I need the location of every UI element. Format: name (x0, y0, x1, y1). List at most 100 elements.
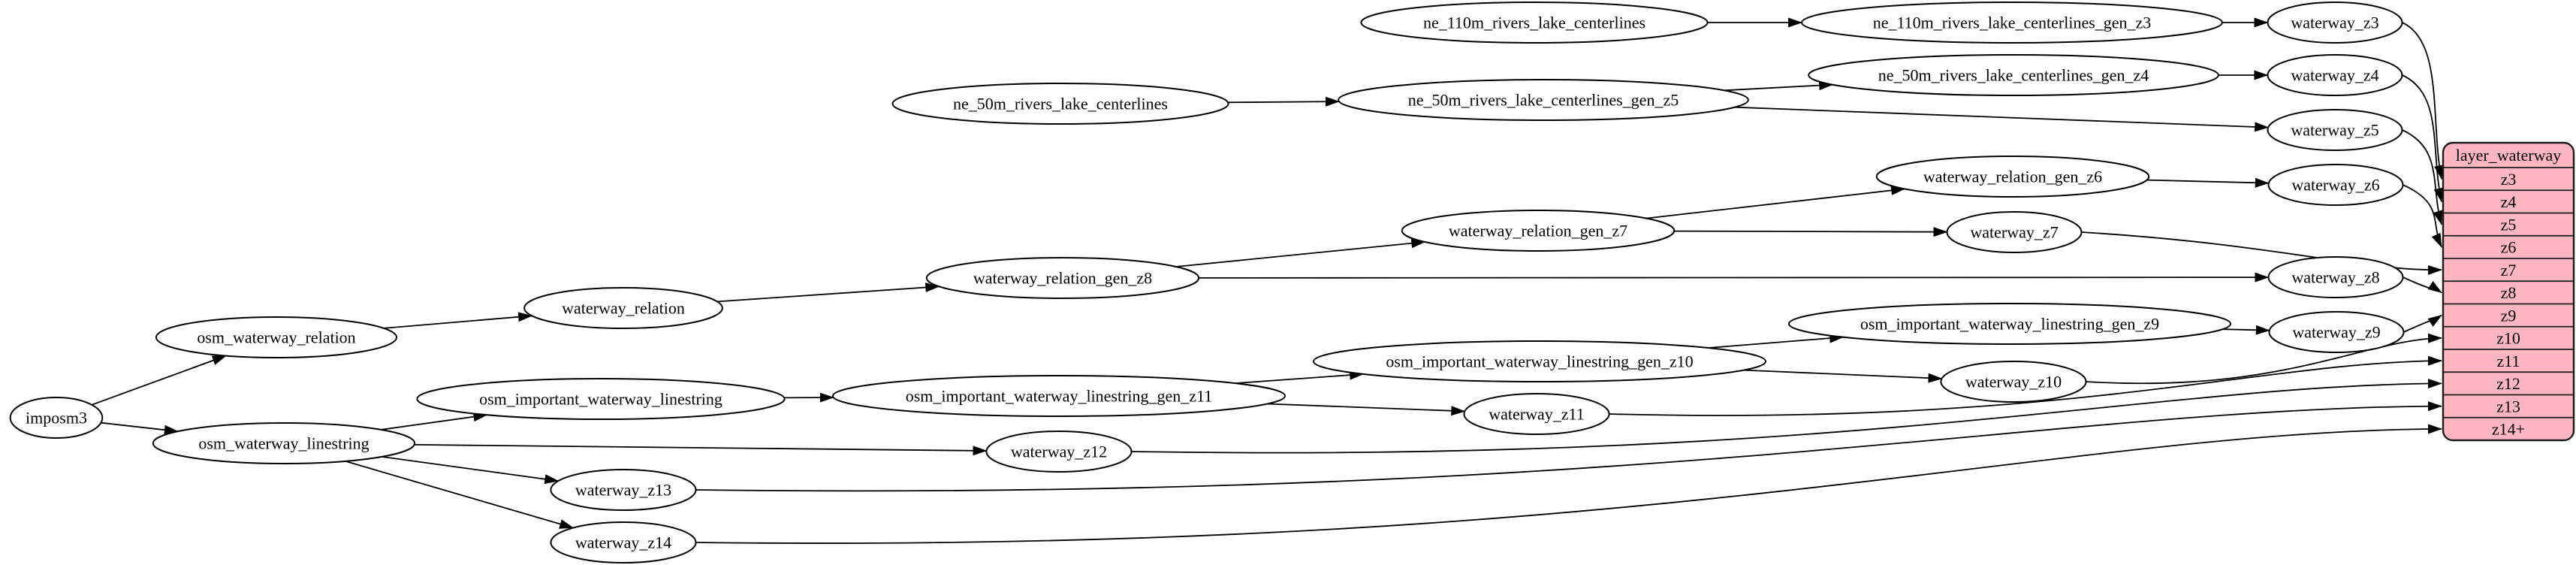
node-label: waterway_z9 (2292, 323, 2380, 342)
edge-waterway_relation_gen_z8-to-waterway_z8 (1199, 272, 2270, 282)
node-osm_important_waterway_linestring_gen_z11: osm_important_waterway_linestring_gen_z1… (831, 375, 1286, 417)
node-waterway_z12-shape (985, 431, 1133, 473)
edge-ne_50m_rivers_lake_centerlines_gen_z5-to-waterway_z5 (1734, 106, 2270, 132)
node-label: imposm3 (26, 409, 87, 428)
edge-waterway_relation_gen_z7-to-waterway_relation_gen_z6 (1645, 185, 1906, 219)
node-waterway_z12: waterway_z12 (985, 431, 1133, 473)
node-waterway_relation_gen_z7: waterway_relation_gen_z7 (1401, 210, 1676, 252)
edge-osm_waterway_linestring-to-waterway_z12 (414, 444, 988, 456)
node-label: osm_waterway_linestring (198, 434, 369, 453)
table-layer_waterway-outline (2442, 141, 2575, 442)
edge-ne_50m_rivers_lake_centerlines-to-ne_50m_rivers_lake_centerlines_gen_z5 (1227, 96, 1340, 107)
table-row-z7: z7 (2501, 261, 2517, 279)
node-label: osm_important_waterway_linestring_gen_z1… (1386, 352, 1693, 371)
node-osm_important_waterway_linestring_gen_z10-shape (1312, 340, 1767, 382)
node-waterway_z11-shape (1463, 393, 1610, 435)
node-osm_waterway_relation-shape (155, 316, 398, 358)
edge-osm_important_waterway_linestring_gen_z9-to-waterway_z9 (2222, 325, 2270, 335)
table-row-z9: z9 (2501, 306, 2517, 325)
node-waterway_relation-shape (523, 287, 723, 329)
edge-waterway_relation_gen_z7-to-waterway_z7 (1674, 227, 1948, 237)
edge-waterway_z14-to-layer_waterway-z14+ (695, 424, 2442, 544)
node-waterway_relation_gen_z8-shape (925, 257, 1200, 299)
node-waterway_z3: waterway_z3 (2267, 2, 2403, 44)
node-ne_110m_rivers_lake_centerlines-shape (1360, 2, 1709, 44)
node-osm_waterway_relation: osm_waterway_relation (155, 316, 398, 358)
node-waterway_relation_gen_z6-shape (1875, 156, 2150, 198)
edge-waterway_relation_gen_z6-to-waterway_z6 (2146, 177, 2270, 188)
node-waterway_z11: waterway_z11 (1463, 393, 1610, 435)
node-waterway_z4-shape (2267, 54, 2403, 96)
node-waterway_relation_gen_z8: waterway_relation_gen_z8 (925, 257, 1200, 299)
edge-osm_important_waterway_linestring_gen_z10-to-waterway_z10 (1743, 369, 1943, 383)
node-label: waterway_relation_gen_z6 (1923, 168, 2102, 186)
node-ne_110m_rivers_lake_centerlines_gen_z3-shape (1801, 2, 2223, 44)
node-osm_important_waterway_linestring-shape (416, 378, 786, 420)
node-ne_50m_rivers_lake_centerlines-shape (891, 83, 1229, 125)
node-ne_50m_rivers_lake_centerlines_gen_z4-shape (1808, 54, 2219, 96)
table-layer_waterway: layer_waterwayz3z4z5z6z7z8z9z10z11z12z13… (2442, 141, 2575, 442)
node-waterway_z7: waterway_z7 (1946, 211, 2083, 253)
node-ne_50m_rivers_lake_centerlines_gen_z5-shape (1338, 79, 1749, 121)
node-label: ne_50m_rivers_lake_centerlines (953, 95, 1168, 113)
node-waterway_z5: waterway_z5 (2267, 109, 2403, 151)
node-waterway_z8-shape (2267, 256, 2404, 298)
edge-osm_waterway_relation-to-waterway_relation (384, 312, 533, 329)
node-waterway_z4: waterway_z4 (2267, 54, 2403, 96)
node-label: waterway_z10 (1965, 373, 2062, 391)
node-label: ne_110m_rivers_lake_centerlines_gen_z3 (1873, 14, 2152, 32)
edge-waterway_z3-to-layer_waterway-z3 (2402, 22, 2444, 180)
node-waterway_z8: waterway_z8 (2267, 256, 2404, 298)
node-osm_waterway_linestring-shape (152, 422, 416, 464)
node-osm_important_waterway_linestring_gen_z10: osm_important_waterway_linestring_gen_z1… (1312, 340, 1767, 382)
node-waterway_z3-shape (2267, 2, 2403, 44)
edge-waterway_z12-to-layer_waterway-z12 (1131, 378, 2442, 454)
node-waterway_z13: waterway_z13 (550, 469, 697, 511)
node-label: waterway_z8 (2291, 268, 2379, 287)
edge-waterway_relation-to-waterway_relation_gen_z8 (717, 282, 940, 303)
node-label: osm_important_waterway_linestring_gen_z9 (1860, 315, 2159, 334)
node-label: waterway_z3 (2291, 14, 2378, 32)
node-waterway_z13-shape (550, 469, 697, 511)
edge-waterway_z9-to-layer_waterway-z9 (2403, 314, 2442, 333)
node-label: waterway_relation (562, 299, 685, 318)
node-ne_110m_rivers_lake_centerlines: ne_110m_rivers_lake_centerlines (1360, 2, 1709, 44)
table-row-z14+: z14+ (2492, 420, 2525, 439)
table-row-z13: z13 (2496, 397, 2520, 415)
node-waterway_z14: waterway_z14 (550, 521, 697, 563)
edge-osm_waterway_linestring-to-waterway_z13 (382, 456, 560, 485)
table-row-z4: z4 (2501, 192, 2517, 211)
edge-waterway_z11-to-layer_waterway-z11 (1609, 355, 2442, 416)
edge-osm_waterway_linestring-to-waterway_z14 (345, 460, 575, 529)
node-label: waterway_z14 (575, 533, 671, 552)
table-row-z6: z6 (2501, 238, 2517, 257)
edge-waterway_z6-to-layer_waterway-z6 (2403, 184, 2442, 248)
edge-waterway_z10-to-layer_waterway-z10 (2086, 333, 2442, 385)
table-row-z5: z5 (2501, 215, 2517, 234)
node-waterway_z10: waterway_z10 (1940, 361, 2087, 403)
node-label: waterway_z5 (2291, 121, 2378, 140)
node-label: waterway_z7 (1970, 223, 2058, 242)
node-ne_50m_rivers_lake_centerlines_gen_z5: ne_50m_rivers_lake_centerlines_gen_z5 (1338, 79, 1749, 121)
node-label: waterway_z4 (2291, 66, 2378, 85)
node-label: waterway_z12 (1011, 443, 1107, 461)
node-label: ne_50m_rivers_lake_centerlines_gen_z4 (1878, 66, 2149, 85)
table-row-z12: z12 (2496, 374, 2520, 393)
node-label: waterway_relation_gen_z7 (1449, 222, 1627, 240)
node-osm_important_waterway_linestring: osm_important_waterway_linestring (416, 378, 786, 420)
node-ne_50m_rivers_lake_centerlines: ne_50m_rivers_lake_centerlines (891, 83, 1229, 125)
node-osm_important_waterway_linestring_gen_z11-shape (831, 375, 1286, 417)
node-label: ne_110m_rivers_lake_centerlines (1423, 14, 1645, 32)
node-ne_110m_rivers_lake_centerlines_gen_z3: ne_110m_rivers_lake_centerlines_gen_z3 (1801, 2, 2223, 44)
edge-waterway_z4-to-layer_waterway-z4 (2402, 74, 2444, 203)
node-label: waterway_relation_gen_z8 (973, 269, 1152, 288)
edge-osm_important_waterway_linestring_gen_z10-to-osm_important_waterway_linestring_gen_z9 (1708, 333, 1845, 349)
node-label: waterway_z13 (575, 481, 671, 500)
table-row-z3: z3 (2501, 170, 2517, 189)
node-osm_important_waterway_linestring_gen_z9-shape (1788, 303, 2231, 345)
node-waterway_z9-shape (2268, 311, 2405, 353)
node-waterway_z6: waterway_z6 (2267, 164, 2404, 206)
edge-waterway_z8-to-layer_waterway-z8 (2403, 276, 2442, 294)
